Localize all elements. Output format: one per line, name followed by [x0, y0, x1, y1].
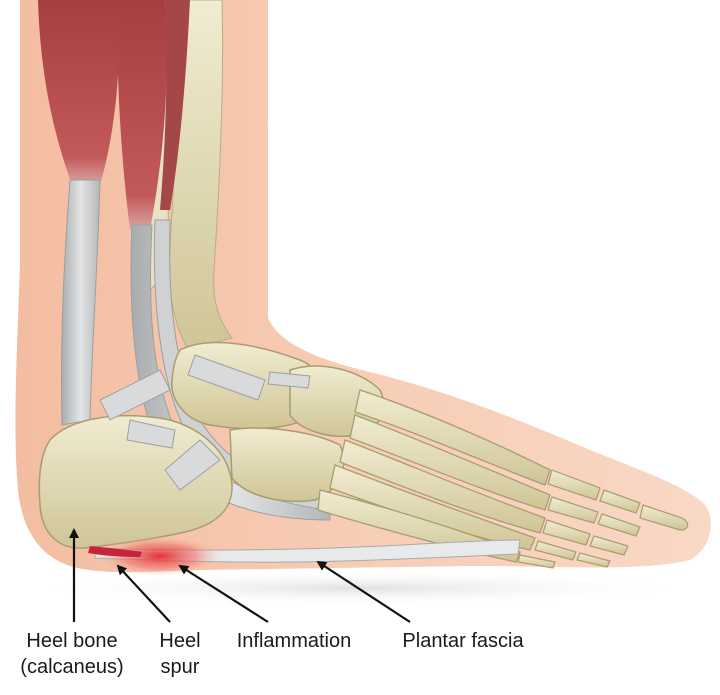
toe-bones [517, 469, 689, 569]
label-heel-bone-line1: Heel bone [26, 630, 118, 652]
label-plantar-fascia: Plantar fascia [402, 630, 524, 652]
label-heel-spur-line1: Heel [159, 630, 201, 652]
calf-muscle-back [38, 0, 120, 185]
cuboid-bone [229, 427, 345, 503]
arrow-inflammation [178, 564, 269, 623]
arrow-plantar-fascia [316, 560, 411, 623]
metatarsal-bones [317, 389, 551, 563]
callout-arrows [69, 528, 411, 623]
label-heel-bone-line2: (calcaneus) [20, 656, 124, 678]
label-inflammation: Inflammation [236, 630, 352, 652]
ground-shadow [20, 570, 700, 606]
label-heel-spur-line2: spur [160, 656, 200, 678]
label-heel-spur: Heel spur [150, 628, 210, 680]
heel-spur [88, 546, 142, 557]
label-heel-bone: Heel bone (calcaneus) [8, 628, 136, 680]
calcaneus-bone [38, 415, 233, 549]
calf-muscle-inner [160, 0, 190, 210]
inflammation-area [98, 536, 222, 576]
ankle-ligaments [99, 354, 311, 491]
arrow-heel-spur [116, 564, 171, 623]
calf-muscle-front [117, 0, 167, 230]
